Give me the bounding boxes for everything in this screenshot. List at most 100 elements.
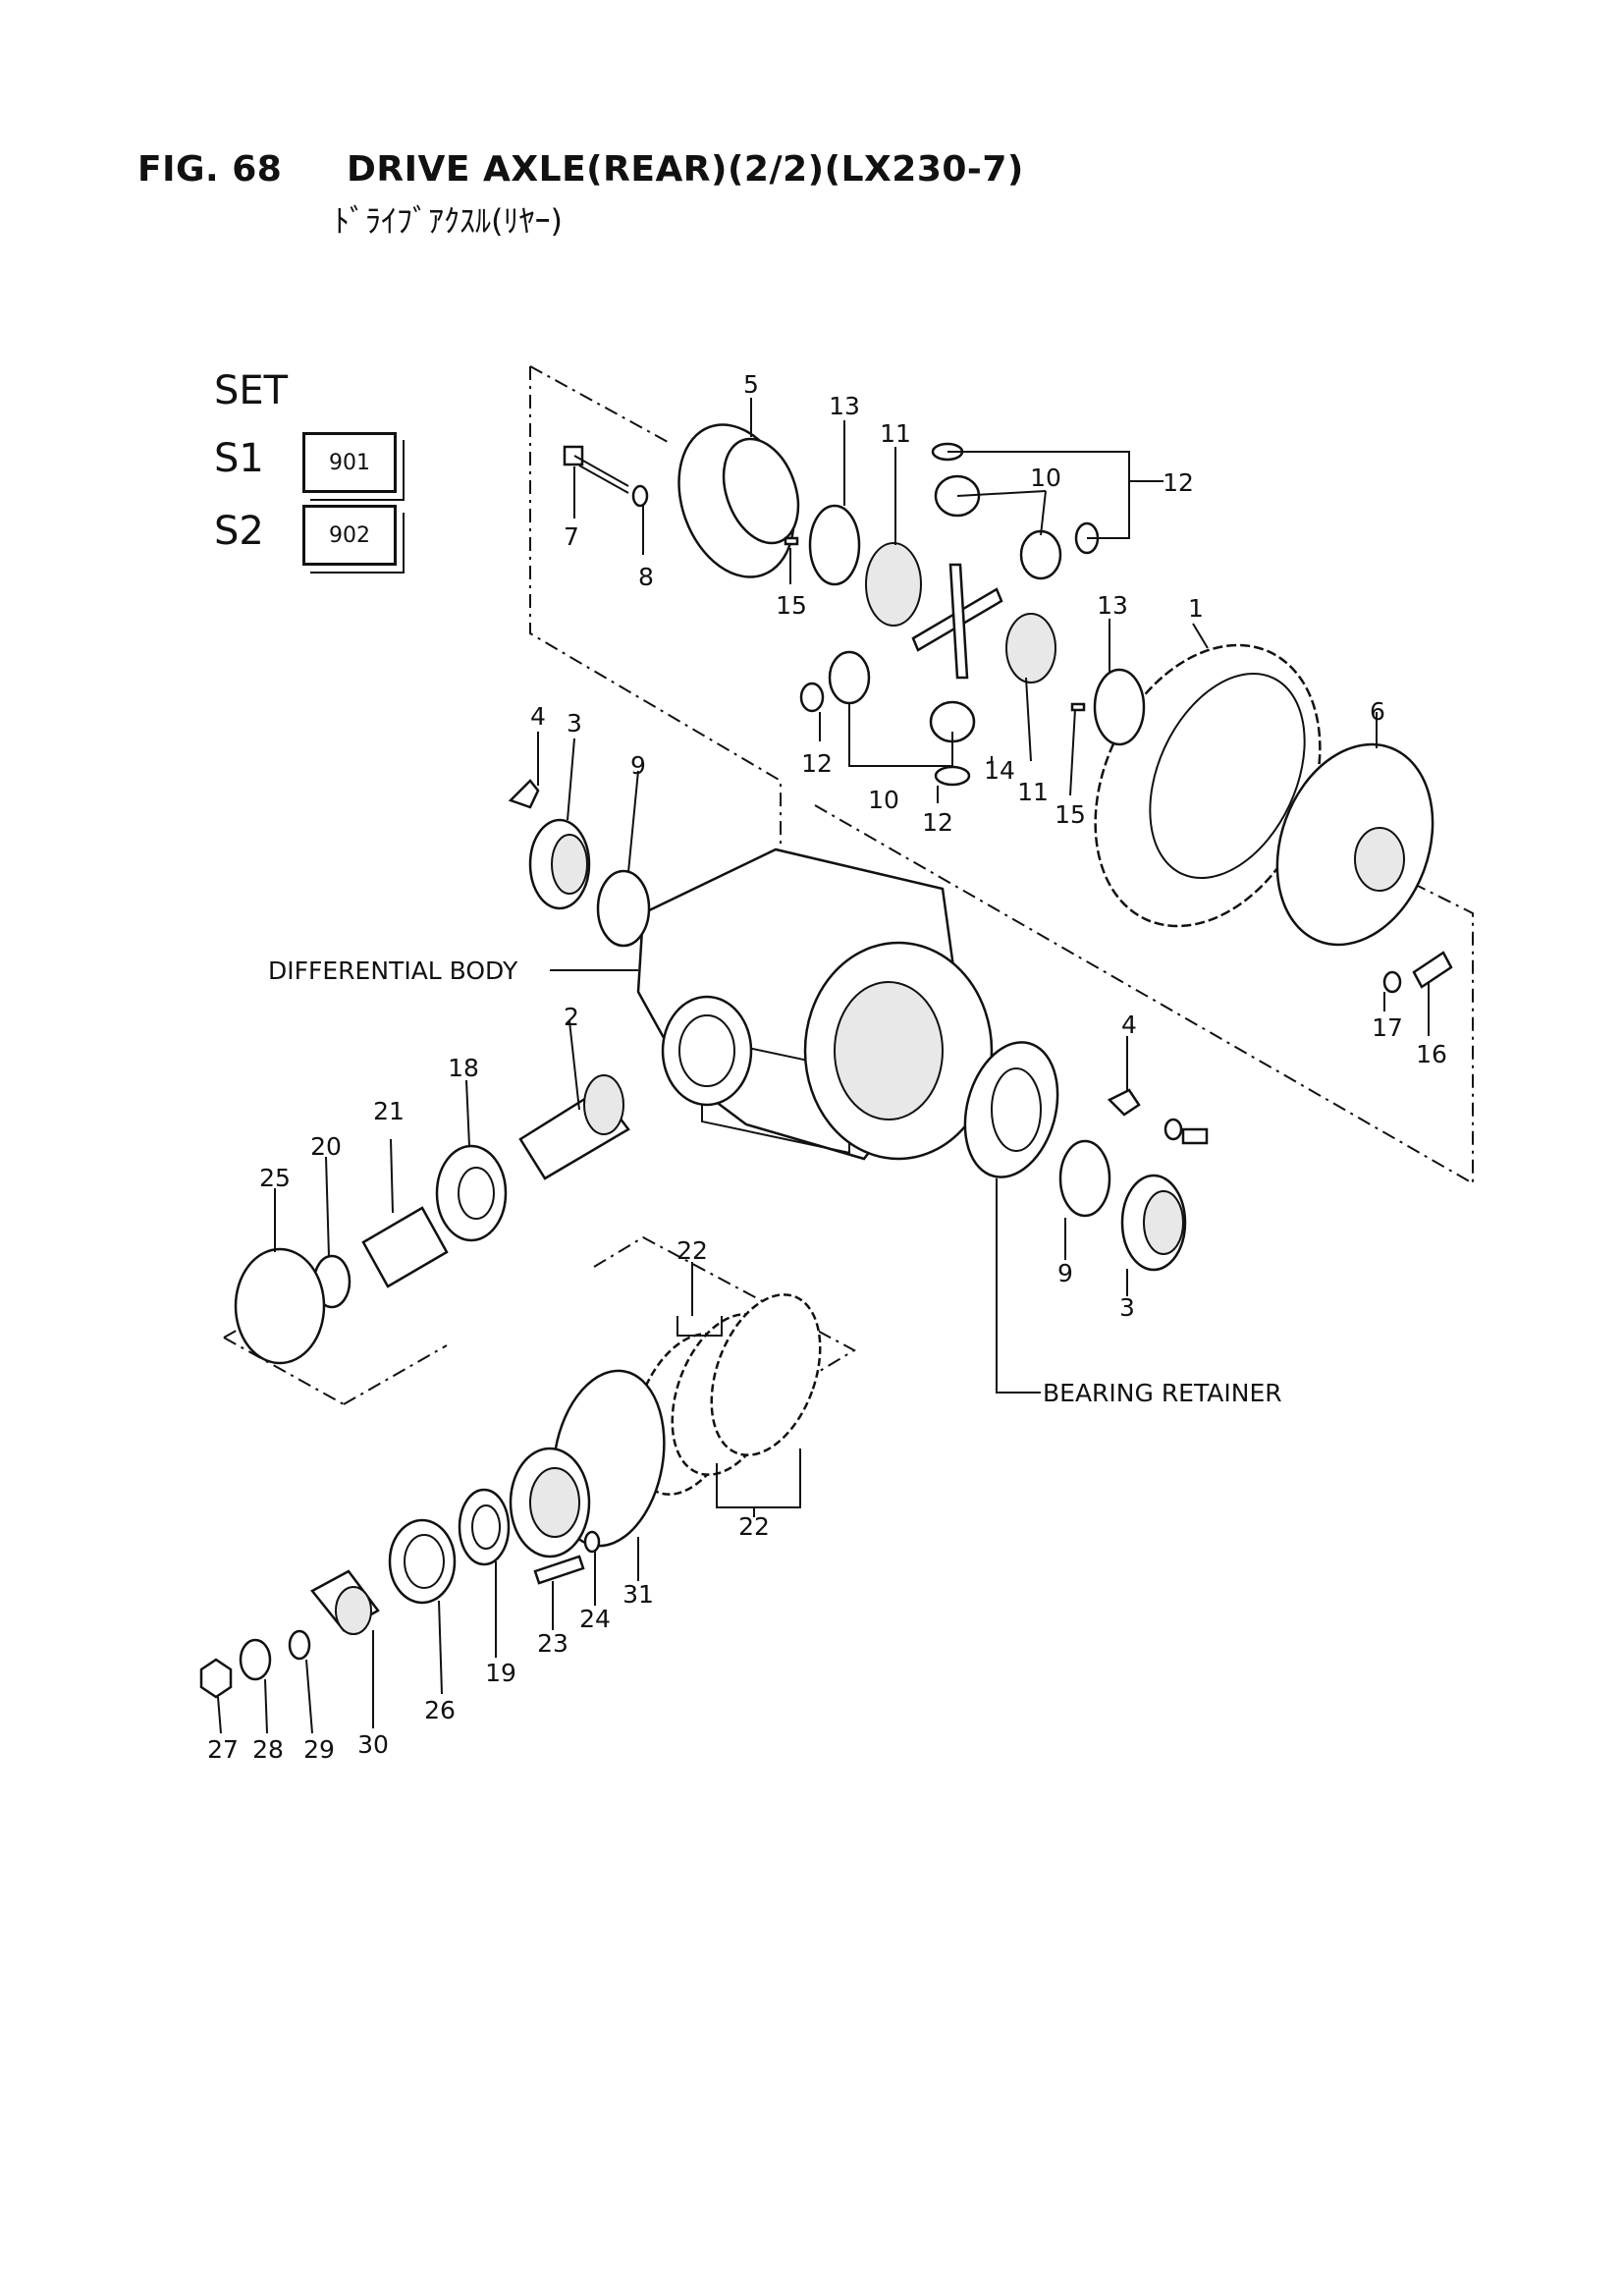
callout-28: 28 <box>252 1735 284 1764</box>
differential-case-part-6[interactable] <box>1251 723 1460 967</box>
callout-6: 6 <box>1370 697 1385 726</box>
housing-part-31[interactable] <box>509 1362 677 1558</box>
leader-lines <box>217 398 1430 1734</box>
callout-24: 24 <box>579 1605 611 1633</box>
washer-part-28[interactable] <box>239 1638 272 1681</box>
companion-flange-part-30[interactable] <box>310 1569 380 1635</box>
bearing-part-18[interactable] <box>435 1144 508 1242</box>
pin-part-15b[interactable] <box>1070 702 1086 712</box>
callout-9b: 9 <box>1057 1259 1073 1287</box>
callout-22b: 22 <box>738 1512 770 1541</box>
shim-part-25[interactable] <box>234 1247 326 1365</box>
case-half-part-5[interactable] <box>659 409 814 593</box>
callout-12b: 12 <box>801 749 833 778</box>
bearing-part-9b[interactable] <box>1058 1139 1111 1218</box>
oil-seal-part-26-bore <box>404 1534 445 1589</box>
callout-3b: 3 <box>1119 1293 1135 1322</box>
callout-30: 30 <box>357 1730 389 1759</box>
callout-5: 5 <box>743 370 759 399</box>
callout-2: 2 <box>564 1003 579 1031</box>
callout-17: 17 <box>1372 1013 1403 1042</box>
label-differential-body: DIFFERENTIAL BODY <box>268 957 518 985</box>
washer-part-24[interactable] <box>583 1530 601 1554</box>
bearing-part-18-bore <box>458 1167 495 1220</box>
callout-20: 20 <box>310 1132 342 1161</box>
callout-12a: 12 <box>1163 468 1194 497</box>
side-gear-part-11[interactable] <box>865 542 922 627</box>
o-ring-part-29[interactable] <box>288 1629 311 1661</box>
thrust-washer-part-12c[interactable] <box>799 682 825 713</box>
figure-number: FIG. 68 <box>137 149 283 190</box>
thrust-washer-part-12d[interactable] <box>934 765 971 787</box>
set-s2-label: S2 <box>214 509 264 554</box>
callout-15b: 15 <box>1055 800 1086 829</box>
callout-11a: 11 <box>880 419 911 448</box>
side-gear-part-11b[interactable] <box>1005 613 1056 683</box>
callout-4b: 4 <box>1121 1011 1137 1039</box>
callout-12c: 12 <box>922 808 953 837</box>
pin-part-15a[interactable] <box>784 536 799 546</box>
adjusting-nut-part-3b-inner <box>1143 1190 1184 1255</box>
callout-10b: 10 <box>868 786 899 814</box>
adjusting-nut-part-3a-inner <box>551 834 588 895</box>
lock-plate-part-4b[interactable] <box>1107 1088 1141 1117</box>
bolt-part-16[interactable] <box>1412 951 1453 989</box>
set-s2-code-box[interactable]: 902 <box>302 505 397 566</box>
callout-7: 7 <box>564 522 579 551</box>
washer-part-4b-washer <box>1163 1118 1183 1141</box>
callout-21: 21 <box>373 1097 405 1125</box>
callout-29: 29 <box>303 1735 335 1764</box>
callout-4a: 4 <box>530 702 546 731</box>
lock-plate-part-4a[interactable] <box>508 779 540 809</box>
callout-14: 14 <box>984 756 1015 785</box>
callout-27: 27 <box>207 1735 239 1764</box>
bearing-part-19-bore <box>471 1504 501 1550</box>
thrust-washer-part-13b[interactable] <box>1093 668 1146 746</box>
spider-arm <box>948 563 969 680</box>
bearing-retainer[interactable] <box>950 1032 1071 1188</box>
pinion-gear-part-10c[interactable] <box>828 650 871 705</box>
washer-part-17[interactable] <box>1382 970 1402 994</box>
bolt-part-23[interactable] <box>533 1555 585 1585</box>
pinion-gear-part-10b[interactable] <box>1019 529 1062 580</box>
figure-subtitle-jp: ﾄﾞﾗｲﾌﾞｱｸｽﾙ(ﾘﾔｰ) <box>334 202 563 240</box>
label-bearing-retainer: BEARING RETAINER <box>1043 1379 1282 1407</box>
set-s1-code-box[interactable]: 901 <box>302 432 397 493</box>
bolt-part-7[interactable] <box>563 445 629 494</box>
lock-nut-part-27[interactable] <box>199 1658 233 1699</box>
washer-part-8[interactable] <box>631 484 649 508</box>
callout-15a: 15 <box>776 591 807 620</box>
callout-11b: 11 <box>1017 778 1049 806</box>
bearing-retainer-bore <box>991 1067 1042 1152</box>
callout-labels: 5 13 11 10 12 7 8 15 13 1 6 12 10 12 14 … <box>207 370 1447 1764</box>
bolt-part-4b-bolt <box>1181 1127 1209 1145</box>
callout-1: 1 <box>1188 594 1204 623</box>
drive-pinion-part-2[interactable] <box>518 1074 630 1180</box>
callout-16: 16 <box>1416 1040 1447 1068</box>
callout-19: 19 <box>485 1659 516 1687</box>
spider-gear-set[interactable] <box>828 474 1062 743</box>
callout-10a: 10 <box>1030 464 1061 492</box>
callout-13b: 13 <box>1097 591 1128 620</box>
callout-13a: 13 <box>829 392 860 420</box>
figure-title-row: FIG. 68 DRIVE AXLE(REAR)(2/2)(LX230-7) <box>137 149 1024 190</box>
bearing-part-19[interactable] <box>458 1488 511 1566</box>
oil-seal-part-26[interactable] <box>388 1518 457 1605</box>
set-heading: SET <box>214 368 289 413</box>
set-s1-label: S1 <box>214 436 264 481</box>
callout-26: 26 <box>424 1696 456 1724</box>
spacer-part-21[interactable] <box>361 1206 449 1288</box>
callout-22a: 22 <box>676 1236 708 1265</box>
callout-8: 8 <box>638 563 654 591</box>
callout-9a: 9 <box>630 751 646 780</box>
bearing-part-9a[interactable] <box>596 869 651 948</box>
callout-3a: 3 <box>567 709 582 738</box>
differential-body-housing[interactable] <box>636 847 994 1161</box>
callout-23: 23 <box>537 1629 568 1658</box>
callout-18: 18 <box>448 1054 479 1082</box>
figure-title: DRIVE AXLE(REAR)(2/2)(LX230-7) <box>347 149 1024 190</box>
thrust-washer-part-13a[interactable] <box>808 504 861 586</box>
callout-25: 25 <box>259 1164 291 1192</box>
callout-31: 31 <box>622 1580 654 1609</box>
